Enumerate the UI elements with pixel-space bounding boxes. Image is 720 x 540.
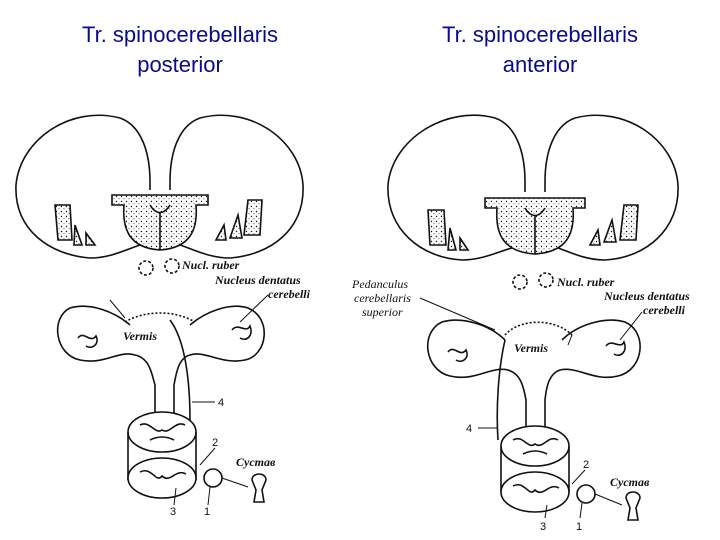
right-vermis-arc	[504, 321, 573, 336]
right-red-nucleus-1	[512, 274, 528, 290]
left-ganglion	[203, 468, 223, 488]
left-nigra-left	[54, 204, 73, 241]
right-gray-matter-lower	[512, 483, 560, 494]
right-nigra-right	[619, 204, 639, 241]
left-midbrain-outline	[15, 114, 304, 259]
right-cord-sides	[500, 446, 570, 492]
left-cord-tract	[169, 319, 191, 421]
right-number-4: 4	[466, 423, 472, 435]
right-pointer-3	[544, 504, 548, 519]
left-label-nucleus-dentatus-1: Nucleus dentatus	[214, 273, 301, 287]
left-cord-sides	[127, 432, 197, 480]
left-label-vermis: Vermis	[123, 329, 157, 343]
right-midbrain-outline	[387, 114, 679, 261]
left-dentate-right	[231, 324, 252, 341]
right-nigra-left-small	[447, 227, 458, 251]
right-label-vermis: Vermis	[514, 341, 548, 355]
left-number-2: 2	[212, 437, 218, 449]
left-number-1: 1	[204, 506, 210, 518]
left-vermis-tick	[109, 299, 126, 319]
left-gray-matter-lower	[139, 469, 187, 480]
right-label-pedunculus-3: superior	[362, 305, 403, 319]
left-spinal-section-upper	[127, 411, 197, 453]
left-pointer-2	[199, 447, 216, 466]
right-number-2: 2	[583, 459, 589, 471]
title-right: Tr. spinocerebellaris anterior	[370, 20, 710, 80]
right-pointer-pedunculus	[419, 297, 496, 331]
left-nigra-left-small	[73, 224, 84, 246]
left-tegmentum-midline	[149, 204, 171, 250]
left-number-4: 4	[218, 397, 224, 409]
left-joint-nerve	[221, 477, 249, 488]
right-cord-tract	[496, 339, 506, 441]
right-nigra-right-small	[602, 216, 617, 243]
right-red-nucleus-2	[538, 272, 554, 288]
right-cerebellum-outline	[427, 319, 641, 430]
title-right-line1: Tr. spinocerebellaris	[441, 22, 639, 47]
left-joint-icon	[251, 473, 267, 503]
title-left-line2: posterior	[137, 52, 223, 77]
right-dentate-right	[605, 340, 626, 357]
right-nigra-left-tiny	[459, 235, 470, 251]
right-joint-nerve	[594, 493, 623, 506]
right-label-nucl-ruber: Nucl. ruber	[556, 275, 615, 289]
left-gray-matter-upper	[139, 423, 186, 441]
right-label-pedunculus-1: Pedanculus	[351, 277, 408, 291]
left-dentate-left	[77, 334, 98, 349]
left-diagram: Nucl. ruber Nucleus dentatus cerebelli V…	[15, 114, 311, 518]
right-number-3: 3	[540, 521, 546, 533]
right-label-nucleus-dentatus-2: cerebelli	[643, 303, 686, 317]
right-dentate-left	[447, 348, 468, 363]
left-vermis-arc	[124, 312, 196, 323]
left-red-nucleus-1	[138, 260, 154, 276]
right-label-nucleus-dentatus-1: Nucleus dentatus	[603, 289, 690, 303]
right-gray-matter-upper	[512, 437, 559, 455]
right-joint-icon	[625, 491, 641, 521]
left-pointer-dentatus	[239, 294, 269, 323]
right-pointer-2	[571, 469, 586, 485]
right-midbrain-aqueduct	[524, 182, 546, 192]
right-label-pedunculus-2: cerebellaris	[354, 291, 411, 305]
left-nigra-right	[243, 199, 263, 236]
right-spinal-section-lower	[500, 471, 570, 513]
left-label-nucleus-dentatus-2: cerebelli	[268, 287, 311, 301]
right-number-1: 1	[576, 521, 582, 533]
left-nigra-left-tiny	[85, 230, 97, 246]
right-vermis-tick	[567, 334, 573, 346]
right-ganglion	[576, 484, 596, 504]
title-left-line1: Tr. spinocerebellaris	[81, 22, 279, 47]
title-left: Tr. spinocerebellaris posterior	[10, 20, 350, 80]
left-number-3: 3	[170, 506, 176, 518]
right-nigra-right-tiny	[588, 227, 601, 246]
left-label-nucl-ruber: Nucl. ruber	[181, 258, 240, 272]
left-label-joint: Сустав	[236, 455, 276, 469]
left-pointer-1	[207, 486, 211, 506]
left-red-nucleus-2	[164, 258, 180, 274]
right-nigra-left	[427, 209, 447, 246]
left-cerebellum-outline	[56, 305, 265, 420]
right-spinal-section-upper	[500, 425, 570, 467]
right-tegmentum-midline	[524, 207, 546, 254]
left-pointer-3	[173, 487, 177, 506]
left-nigra-right-tiny	[214, 222, 227, 241]
right-pointer-1	[579, 502, 583, 519]
right-label-joint: Сустав	[610, 475, 650, 489]
left-nigra-right-small	[228, 211, 243, 239]
title-right-line2: anterior	[502, 52, 578, 77]
left-midbrain-aqueduct	[149, 182, 171, 190]
left-spinal-section-lower	[127, 457, 197, 499]
right-diagram: Nucl. ruber Pedanculus cerebellaris supe…	[351, 114, 690, 533]
